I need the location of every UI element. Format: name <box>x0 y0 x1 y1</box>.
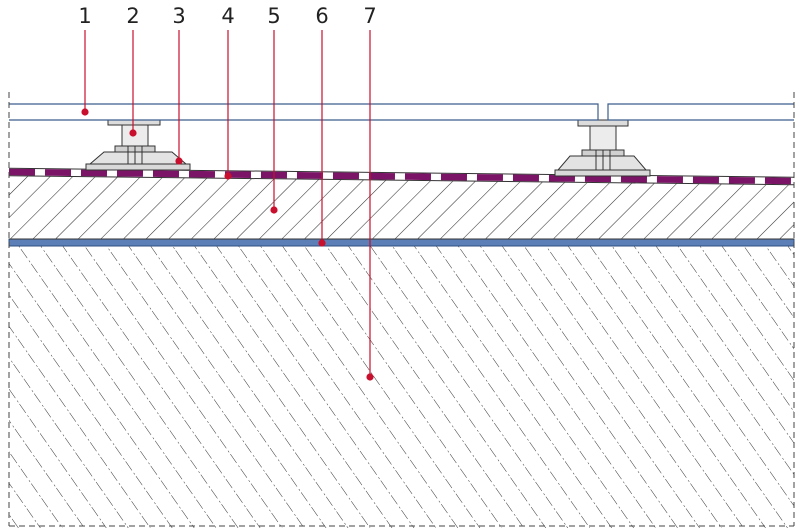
leader-dot-1 <box>81 108 89 116</box>
protection-pad-left <box>85 163 191 171</box>
screed-layer <box>9 176 794 240</box>
leader-dot-7 <box>366 373 374 381</box>
callout-leaders <box>81 30 374 381</box>
leader-dot-3 <box>175 157 183 165</box>
callout-number-1: 1 <box>78 4 91 28</box>
callout-number-4: 4 <box>221 4 234 28</box>
callout-number-7: 7 <box>363 4 376 28</box>
paving-slabs <box>9 103 794 121</box>
paving-slab-right <box>607 103 794 121</box>
waterproofing-membrane <box>8 167 795 186</box>
leader-dot-5 <box>270 206 278 214</box>
callout-number-3: 3 <box>172 4 185 28</box>
callout-number-5: 5 <box>267 4 280 28</box>
callout-number-2: 2 <box>126 4 139 28</box>
pedestal-left <box>85 119 191 171</box>
pedestal-base-right <box>556 155 648 171</box>
concrete-slab <box>9 246 794 528</box>
callout-numbers: 1 2 3 4 5 6 7 <box>78 4 376 28</box>
leader-dot-2 <box>129 129 137 137</box>
paving-slab-left <box>9 103 599 121</box>
pedestal-base-left <box>88 151 188 165</box>
frame-edges <box>8 92 795 527</box>
callout-number-6: 6 <box>315 4 328 28</box>
pedestal-right <box>554 119 651 177</box>
protection-pad-right <box>554 169 651 177</box>
leader-dot-4 <box>224 172 232 180</box>
separation-layer <box>8 238 795 247</box>
leader-dot-6 <box>318 239 326 247</box>
